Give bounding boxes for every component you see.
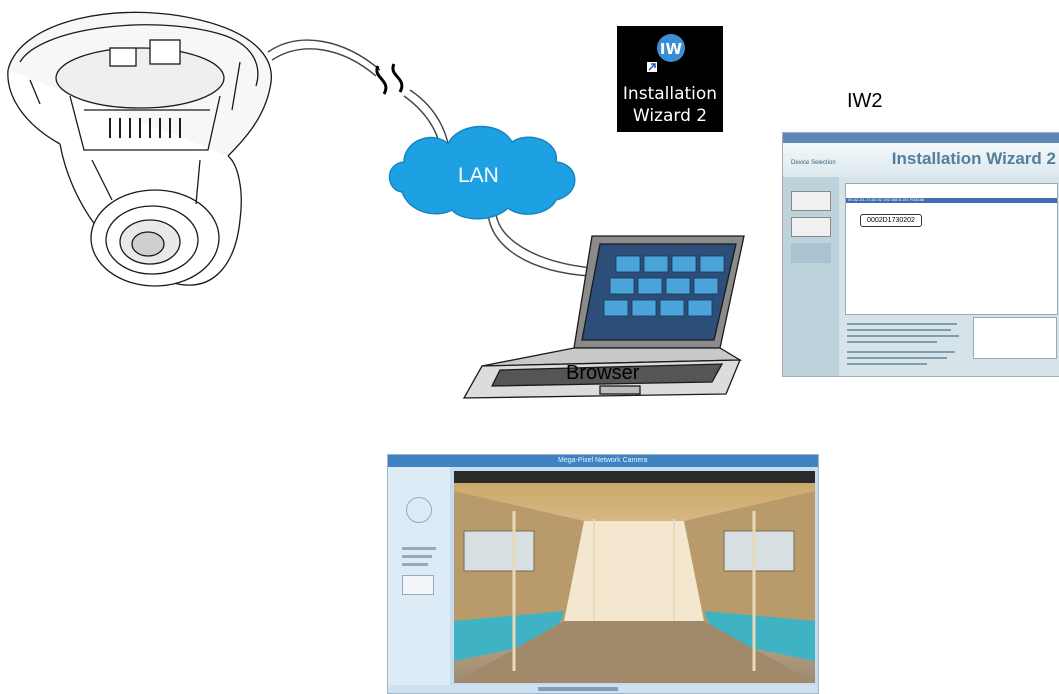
- wizard-title: Installation Wizard 2: [891, 149, 1056, 168]
- browser-page-title: Mega-Pixel Network Camera: [558, 457, 648, 464]
- device-selection-heading: Device Selection: [791, 160, 836, 166]
- wizard-logo-icon: IW: [657, 34, 685, 62]
- browser-control-bar: [388, 685, 818, 693]
- mac-address-callout: 0002D1730202: [860, 214, 922, 227]
- laptop-illustration: [462, 235, 745, 399]
- cable-break-mark: [375, 63, 404, 95]
- shortcut-arrow-icon: [647, 62, 657, 72]
- browser-live-view-window: Mega-Pixel Network Camera: [387, 454, 819, 694]
- iw2-label: IW2: [847, 90, 883, 112]
- wizard-sidebar: [783, 177, 839, 376]
- playback-controls[interactable]: [538, 687, 618, 691]
- wizard-instructions: [847, 319, 967, 369]
- wizard-side-button-1[interactable]: [791, 191, 831, 211]
- wizard-side-button-2[interactable]: [791, 217, 831, 237]
- selected-device-row[interactable]: 00-02-D1-73-02-02 192.168.5.151 FD8168: [846, 197, 1057, 203]
- browser-sidebar: [388, 467, 450, 693]
- installation-wizard-desktop-icon[interactable]: IW Installation Wizard 2: [617, 26, 723, 132]
- wizard-header: Device Selection: [783, 143, 1059, 177]
- wizard-thumbnail-panel: [973, 317, 1057, 359]
- ptz-control-icon[interactable]: [406, 497, 432, 523]
- cable-lan-to-laptop: [487, 213, 593, 277]
- browser-topbar: Mega-Pixel Network Camera: [388, 455, 818, 467]
- selected-device-row-text: 00-02-D1-73-02-02 192.168.5.151 FD8168: [848, 197, 925, 202]
- sidebar-thumbnail[interactable]: [402, 575, 434, 595]
- installation-wizard-window: Device Selection Installation Wizard 2 0…: [782, 132, 1059, 377]
- dome-camera-illustration: [7, 11, 272, 287]
- device-list[interactable]: 00-02-D1-73-02-02 192.168.5.151 FD8168 0…: [845, 183, 1058, 315]
- browser-label: Browser: [566, 362, 640, 384]
- camera-live-view-image: [454, 471, 815, 683]
- icon-label-line2: Wizard 2: [632, 106, 708, 126]
- lan-label: LAN: [458, 164, 499, 187]
- wizard-side-button-3[interactable]: [791, 243, 831, 263]
- lan-cloud: [388, 125, 576, 220]
- wizard-titlebar: [783, 133, 1059, 143]
- svg-text:IW: IW: [660, 40, 683, 58]
- icon-label-line1: Installation: [622, 84, 718, 104]
